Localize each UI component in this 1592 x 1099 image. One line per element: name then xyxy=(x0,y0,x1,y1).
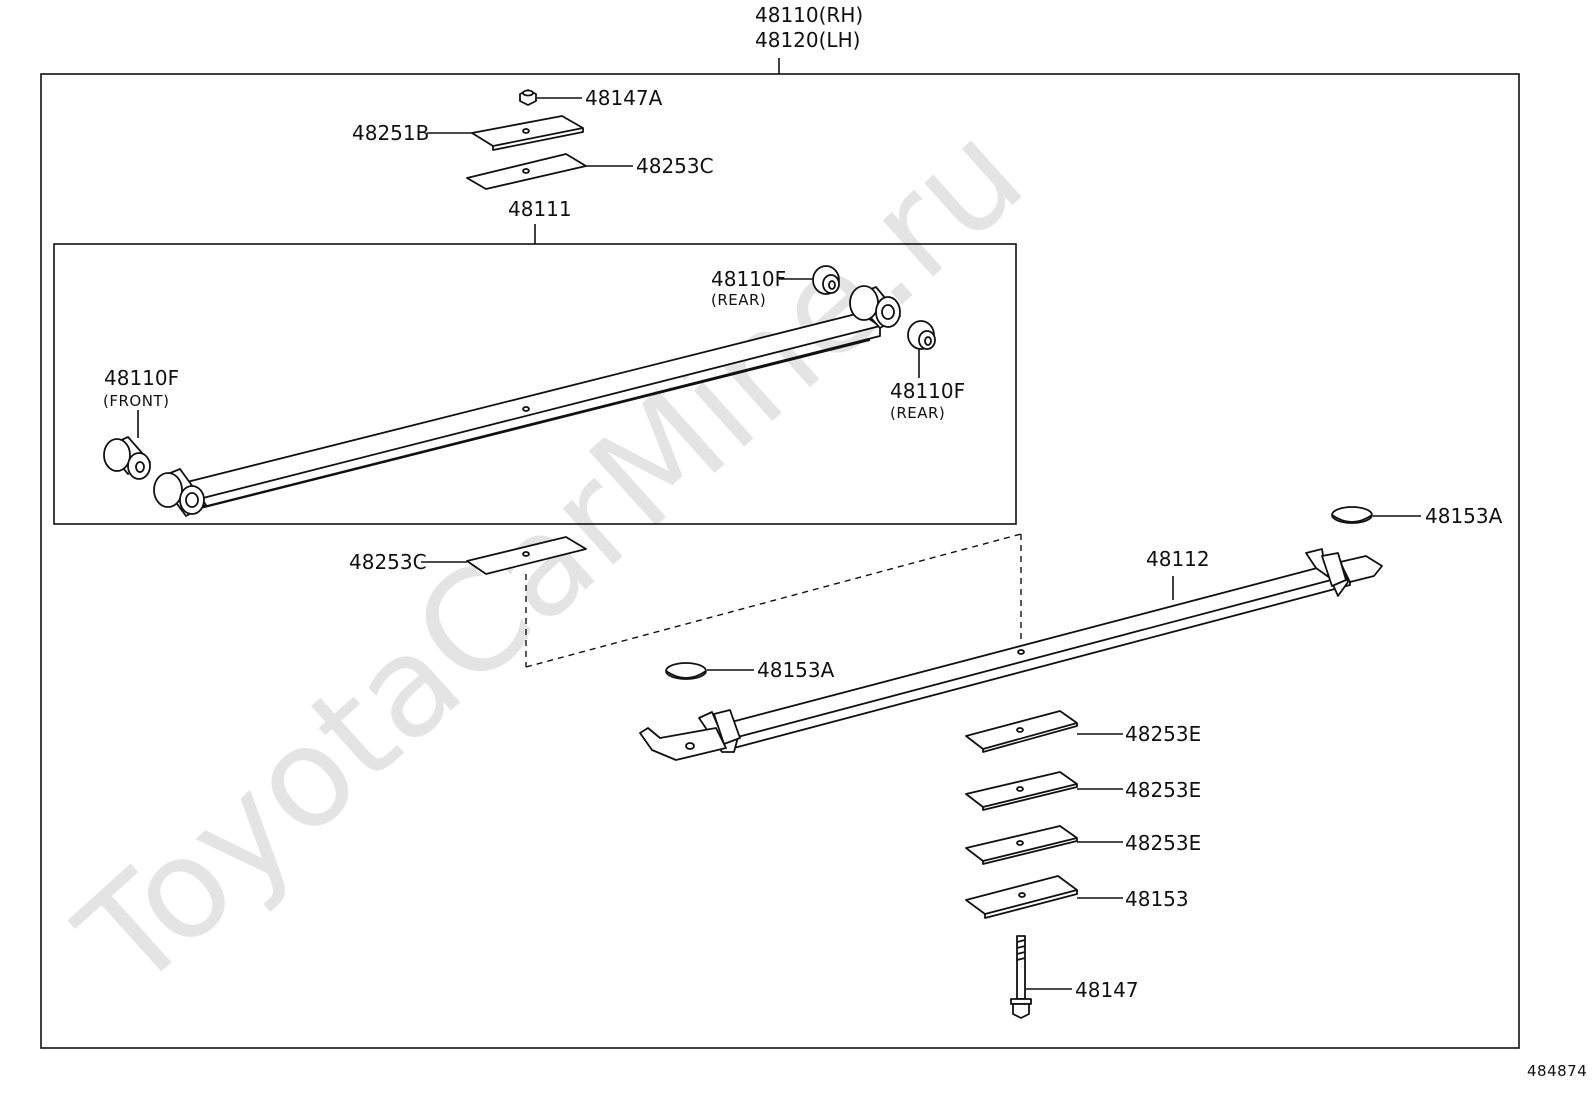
rear-bushing-icon-top xyxy=(812,265,840,295)
shim-icon xyxy=(466,153,587,190)
shim-e-icon-2 xyxy=(965,771,1078,811)
center-bolt-icon xyxy=(1010,935,1032,1019)
leaf-second-label: 48112 xyxy=(1146,547,1210,571)
bush-front-label: 48110F xyxy=(104,366,179,390)
bush-front-note: (FRONT) xyxy=(103,392,169,410)
shim-top-label: 48253C xyxy=(636,154,714,178)
shim-e-icon-3 xyxy=(965,825,1078,865)
plate-top-label: 48251B xyxy=(352,121,429,145)
assembly-frame xyxy=(40,73,1520,1049)
leaf-main-label: 48111 xyxy=(508,197,572,221)
shim-e2-label: 48253E xyxy=(1125,778,1201,802)
shim-e3-label: 48253E xyxy=(1125,831,1201,855)
bush-rear-label: 48110F xyxy=(890,379,965,403)
diagram-id: 484874 xyxy=(1527,1062,1587,1080)
rear-bushing-icon xyxy=(907,320,936,350)
shim-mid-label: 48253C xyxy=(349,550,427,574)
nut-icon xyxy=(519,89,537,106)
bush-rear-top-note: (REAR) xyxy=(711,291,766,309)
cap-mid-label: 48153A xyxy=(757,658,835,682)
bolt-nut-label: 48147A xyxy=(585,86,663,110)
assembly-label-lh: 48120(LH) xyxy=(755,28,860,52)
spring-plate-icon xyxy=(471,115,584,151)
bottom-plate-icon xyxy=(965,875,1078,919)
plate-bottom-label: 48153 xyxy=(1125,887,1189,911)
front-bushing-icon xyxy=(103,436,151,480)
shim-e-icon-1 xyxy=(965,710,1078,753)
alignment-dashes xyxy=(525,533,1022,668)
assembly-label-rh: 48110(RH) xyxy=(755,3,863,27)
second-leaf-spring-icon xyxy=(639,548,1383,761)
cap-right-label: 48153A xyxy=(1425,504,1503,528)
shim-icon-mid xyxy=(466,536,587,575)
spring-cap-icon-mid xyxy=(665,662,707,680)
shim-e1-label: 48253E xyxy=(1125,722,1201,746)
main-leaf-spring-icon xyxy=(153,285,901,517)
center-bolt-label: 48147 xyxy=(1075,978,1139,1002)
bush-rear-top-label: 48110F xyxy=(711,267,786,291)
spring-cap-icon-right xyxy=(1331,506,1373,524)
bush-rear-note: (REAR) xyxy=(890,404,945,422)
